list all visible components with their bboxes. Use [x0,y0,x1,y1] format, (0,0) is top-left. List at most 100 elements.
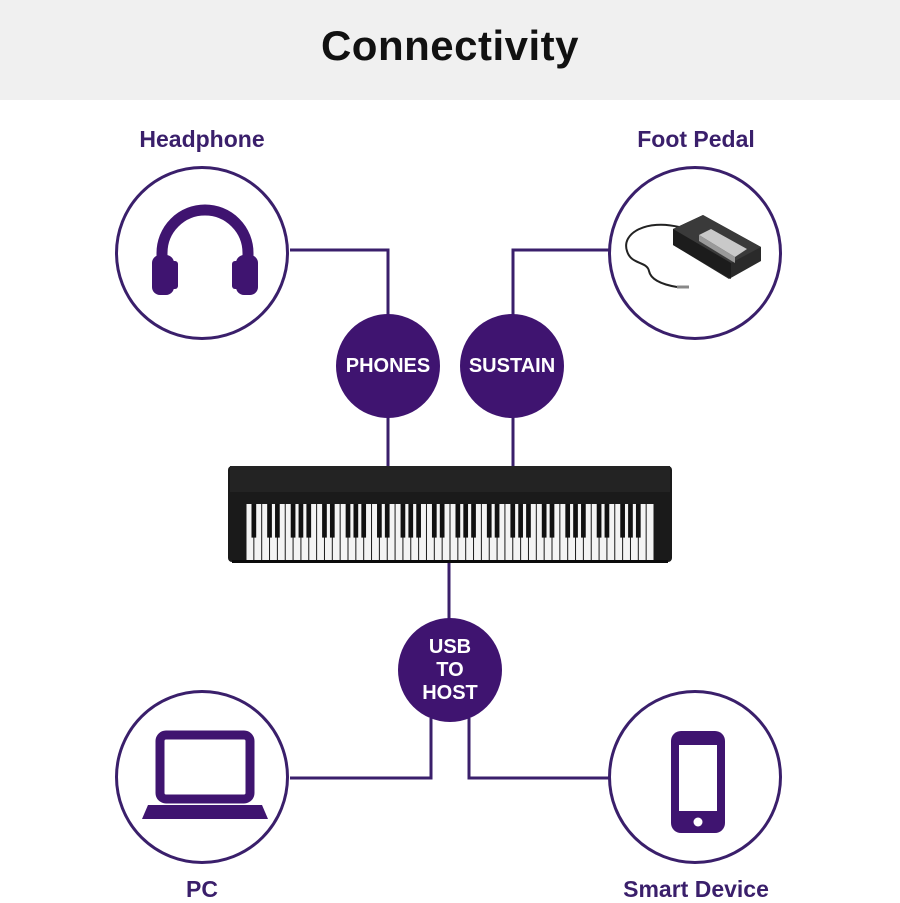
headphones-icon [152,204,258,295]
white-key [411,504,419,560]
black-key [353,504,359,538]
white-key [317,504,324,560]
black-key [471,504,476,538]
white-key [560,504,568,560]
white-key [591,504,599,560]
white-key [403,504,411,560]
white-key [262,504,270,560]
white-key [348,504,356,560]
black-key [298,504,304,538]
sustain-port: SUSTAIN [460,314,564,418]
white-key [372,504,379,560]
black-key [518,504,523,538]
white-keys [246,504,654,560]
white-key [270,504,277,560]
white-key [246,504,254,560]
phones-port: PHONES [336,314,440,418]
white-key [615,504,623,560]
black-key [486,504,492,538]
foot-pedal-circle [608,166,782,340]
black-key [329,504,335,538]
black-key [431,504,437,538]
black-key [581,504,586,538]
black-key [604,504,610,538]
white-key [395,504,403,560]
smart-device-circle [608,690,782,864]
white-key [434,504,442,560]
white-key [458,504,466,560]
black-key [275,504,280,538]
black-key [573,504,578,538]
smart-device-label: Smart Device [623,876,769,902]
page-title: Connectivity [320,22,580,69]
black-key [635,504,641,538]
white-key [646,504,654,560]
smart-line [467,718,610,780]
usb-label-line3: HOST [422,681,478,704]
black-key [290,504,296,538]
black-key [494,504,500,538]
white-key [426,504,434,560]
white-key [528,504,536,560]
black-key [345,504,351,538]
white-key [387,504,395,560]
black-key [384,504,390,538]
white-key [513,504,521,560]
usb-label-line2: TO [436,658,464,681]
white-key [623,504,630,560]
pc-label: PC [186,876,218,902]
white-key [450,504,458,560]
white-key [521,504,528,560]
white-key [293,504,301,560]
usb-to-host-port: USB TO HOST [398,618,502,722]
black-key [400,504,406,538]
pc-line [290,718,433,780]
white-key [599,504,607,560]
white-key [466,504,474,560]
pc-circle [115,690,289,864]
black-key [565,504,571,538]
digital-piano-image [228,466,672,563]
white-key [340,504,348,560]
black-key [251,504,257,538]
header-banner [0,0,900,100]
white-key [583,504,591,560]
headphone-circle [115,166,289,340]
black-key [361,504,367,538]
black-key [526,504,531,538]
black-key [322,504,327,538]
black-key [416,504,421,538]
smartphone-icon [671,731,725,833]
white-key [630,504,638,560]
black-key [510,504,516,538]
phones-port-label: PHONES [345,354,431,377]
white-key [505,504,513,560]
black-key [463,504,469,538]
white-key [568,504,576,560]
white-key [489,504,497,560]
white-key [481,504,489,560]
black-key [408,504,414,538]
white-key [285,504,293,560]
white-key [552,504,560,560]
white-key [419,504,426,560]
laptop-icon [142,730,268,819]
white-key [607,504,615,560]
black-key [549,504,555,538]
black-key [455,504,461,538]
foot-pedal-image [625,215,761,289]
black-key [541,504,547,538]
black-key [628,504,633,538]
white-key [309,504,317,560]
foot-pedal-label: Foot Pedal [637,126,755,152]
white-key [254,504,262,560]
white-key [576,504,583,560]
headphone-label: Headphone [139,126,265,152]
black-keys [251,504,641,538]
white-key [277,504,285,560]
white-key [356,504,364,560]
white-key [474,504,481,560]
white-key [638,504,646,560]
white-key [332,504,340,560]
white-key [497,504,505,560]
